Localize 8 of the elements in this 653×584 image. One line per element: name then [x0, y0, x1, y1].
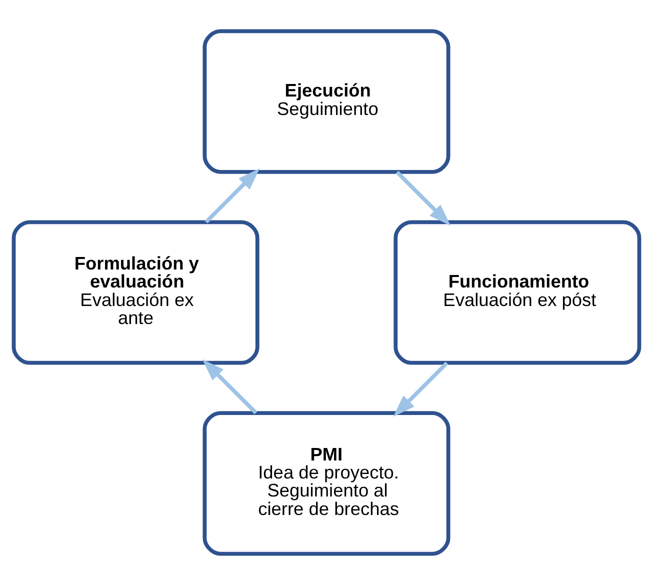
node-box: PMI Idea de proyecto. Seguimiento al cierre de brechas [202, 410, 450, 556]
arrow [393, 361, 448, 416]
arrow [204, 168, 260, 223]
node-box: Funcionamiento Evaluación ex póst [394, 220, 642, 364]
arrow [396, 170, 451, 226]
node-box: Formulación y evaluación Evaluación ex ante [12, 220, 260, 364]
node-box: Ejecución Seguimiento [202, 28, 450, 174]
arrow [202, 358, 258, 414]
